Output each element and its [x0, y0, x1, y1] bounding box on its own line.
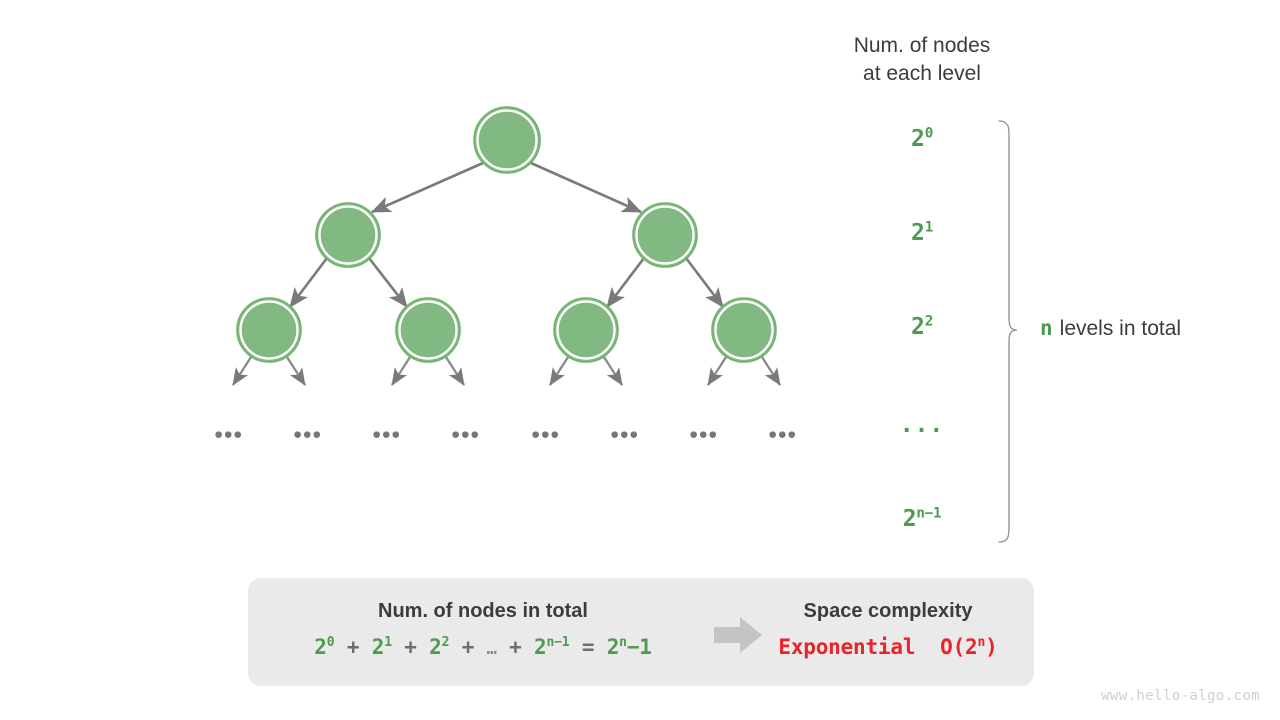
level-count-base: 2: [911, 220, 925, 246]
level-count-label-ellipsis: ···: [822, 418, 1022, 444]
level-count-base: ···: [899, 418, 945, 444]
formula-term-1: 21: [371, 635, 392, 659]
level-count-exponent: 1: [924, 219, 934, 236]
levels-total-annotation: n levels in total: [1040, 316, 1181, 341]
level-count-label-last: 2n−1: [822, 506, 1022, 532]
tree-edges: [288, 161, 725, 308]
leaf-ellipsis: •••: [531, 421, 561, 448]
summary-panel: Num. of nodes in total 20 + 21 + 22 + … …: [248, 578, 1034, 686]
complexity-notation: O(2n): [940, 635, 998, 659]
leaf-ellipsis: •••: [451, 421, 481, 448]
total-nodes-title: Num. of nodes in total: [378, 600, 588, 622]
watermark: www.hello-algo.com: [1101, 688, 1260, 704]
level-count-exponent: 0: [924, 125, 934, 142]
formula-result: 2n−1: [606, 635, 652, 659]
leaf-ellipsis: •••: [372, 421, 402, 448]
leaf-ellipsis: •••: [689, 421, 719, 448]
total-nodes-block: Num. of nodes in total 20 + 21 + 22 + … …: [258, 600, 708, 659]
space-complexity-block: Space complexity Exponential O(2n): [748, 600, 1028, 659]
level-count-exponent: n−1: [916, 505, 942, 522]
space-complexity-title: Space complexity: [803, 600, 973, 622]
levels-variable: n: [1040, 316, 1053, 340]
column-caption: Num. of nodes at each level: [853, 34, 991, 85]
right-arrow-icon: [714, 617, 762, 653]
formula-term-2: 22: [429, 635, 450, 659]
levels-total-text: levels in total: [1059, 317, 1182, 340]
tree-node-level-0: [473, 106, 541, 174]
total-nodes-formula: 20 + 21 + 22 + … + 2n−1 = 2n−1: [314, 635, 652, 659]
leaf-ellipsis: •••: [214, 421, 244, 448]
tree-node-level-1: [315, 202, 698, 268]
level-count-base: 2: [911, 314, 925, 340]
leaf-ellipsis: •••: [293, 421, 323, 448]
level-count-exponent: 2: [924, 313, 934, 330]
level-count-label-1: 21: [822, 220, 1022, 246]
tree-node-level-2: [236, 297, 777, 363]
tree-leaf-stubs: [232, 353, 781, 386]
leaf-ellipsis: •••: [610, 421, 640, 448]
formula-term-last: 2n−1: [534, 635, 570, 659]
formula-term-0: 20: [314, 635, 335, 659]
level-count-label-0: 20: [822, 126, 1022, 152]
leaf-ellipsis: •••: [768, 421, 798, 448]
level-count-base: 2: [911, 126, 925, 152]
formula-ellipsis: …: [486, 639, 497, 659]
level-count-label-2: 22: [822, 314, 1022, 340]
complexity-label: Exponential: [778, 635, 916, 659]
space-complexity-value: Exponential O(2n): [748, 635, 1028, 659]
level-count-base: 2: [902, 506, 917, 532]
